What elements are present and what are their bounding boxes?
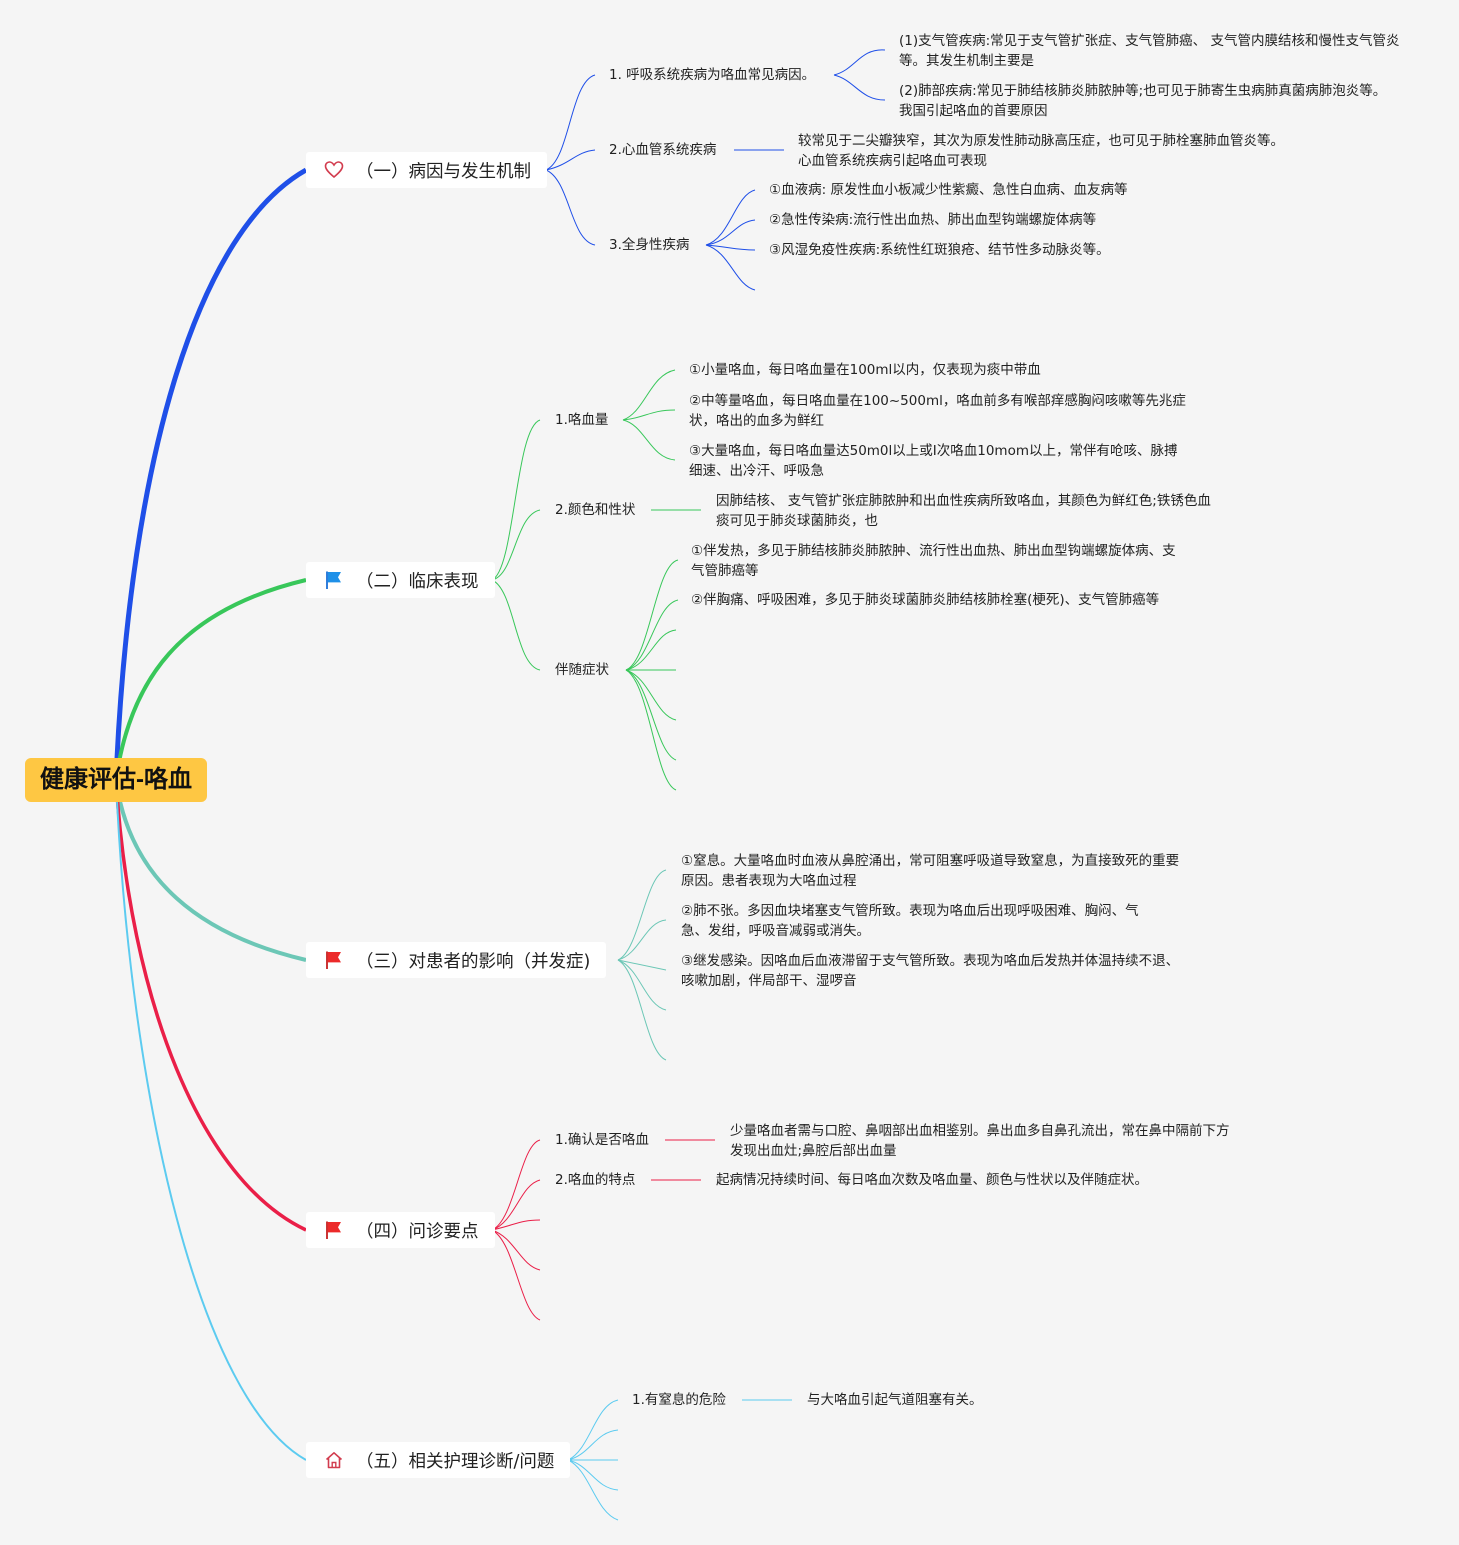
subtopic-respiratory[interactable]: 1. 呼吸系统疾病为咯血常见病因。 [609, 67, 816, 83]
branch-line-5 [115, 779, 307, 1461]
detail-infectious[interactable]: ②急性传染病:流行性出血热、肺出血型钩端螺旋体病等 [769, 212, 1097, 228]
branch4-links [491, 1139, 715, 1321]
detail-pulmonary[interactable]: (2)肺部疾病:常见于肺结核肺炎肺脓肿等;也可见于肺寄生虫病肺真菌病肺泡炎等。我… [899, 83, 1387, 119]
subtopic-confirm[interactable]: 1.确认是否咯血 [555, 1132, 649, 1148]
topic-label: （一）病因与发生机制 [356, 161, 531, 182]
detail-features[interactable]: 起病情况持续时间、每日咯血次数及咯血量、颜色与性状以及伴随症状。 [716, 1172, 1148, 1188]
detail-rheumatic[interactable]: ③风湿免疫性疾病:系统性红斑狼疮、结节性多动脉炎等。 [769, 242, 1110, 258]
topic-etiology[interactable]: （一）病因与发生机制 [306, 152, 547, 188]
subtopic-accompanying[interactable]: 伴随症状 [555, 662, 609, 678]
branch1-links [545, 49, 886, 291]
subtopic-features[interactable]: 2.咯血的特点 [555, 1172, 636, 1188]
topic-complications[interactable]: （三）对患者的影响（并发症) [306, 942, 607, 978]
branch5-links [567, 1399, 792, 1521]
branch-line-2 [114, 578, 307, 781]
detail-atelectasis[interactable]: ②肺不张。多因血块堵塞支气管所致。表现为咯血后出现呼吸困难、胸闷、气急、发绀，呼… [681, 903, 1139, 939]
detail-small-volume[interactable]: ①小量咯血，每日咯血量在100ml以内，仅表现为痰中带血 [689, 362, 1041, 378]
topic-label: （四）问诊要点 [356, 1221, 479, 1242]
detail-large-volume[interactable]: ③大量咯血，每日咯血量达50m0l以上或I次咯血10mom以上，常伴有呛咳、脉搏… [689, 443, 1178, 479]
detail-asphyxia[interactable]: ①窒息。大量咯血时血液从鼻腔涌出，常可阻塞呼吸道导致窒息，为直接致死的重要原因。… [681, 853, 1180, 889]
flag-icon [324, 1220, 344, 1240]
detail-cardiovascular[interactable]: 较常见于二尖瓣狭窄，其次为原发性肺动脉高压症，也可见于肺栓塞肺血管炎等。心血管系… [798, 133, 1284, 169]
detail-medium-volume[interactable]: ②中等量咯血，每日咯血量在100~500ml，咯血前多有喉部痒感胸闷咳嗽等先兆症… [689, 393, 1186, 429]
branch-line-3 [114, 779, 307, 962]
branch2-links [491, 369, 701, 791]
root-topic[interactable]: 健康评估-咯血 [25, 758, 207, 802]
branch-line-1 [113, 167, 308, 781]
detail-color[interactable]: 因肺结核、 支气管扩张症肺脓肿和出血性疾病所致咯血，其颜色为鲜红色;铁锈色血痰可… [716, 493, 1211, 529]
home-icon [324, 1450, 344, 1470]
topic-label: （五）相关护理诊断/问题 [356, 1451, 555, 1472]
subtopic-volume[interactable]: 1.咯血量 [555, 412, 609, 428]
detail-fever[interactable]: ①伴发热，多见于肺结核肺炎肺脓肿、流行性出血热、肺出血型钩端螺旋体病、支气管肺癌… [691, 543, 1176, 579]
flag-icon [324, 570, 344, 590]
topic-label: （二）临床表现 [356, 571, 479, 592]
topic-inquiry[interactable]: （四）问诊要点 [306, 1212, 495, 1248]
heart-icon [324, 160, 344, 180]
subtopic-color[interactable]: 2.颜色和性状 [555, 502, 636, 518]
detail-blood-disease[interactable]: ①血液病: 原发性血小板减少性紫癜、急性白血病、血友病等 [769, 182, 1128, 198]
detail-bronchial[interactable]: (1)支气管疾病:常见于支气管扩张症、支气管肺癌、 支气管内膜结核和慢性支气管炎… [899, 33, 1400, 69]
branch3-links [617, 869, 667, 1061]
subtopic-cardiovascular[interactable]: 2.心血管系统疾病 [609, 142, 717, 158]
branch-line-4 [114, 779, 307, 1232]
detail-infection[interactable]: ③继发感染。因咯血后血液滞留于支气管所致。表现为咯血后发热并体温持续不退、咳嗽加… [681, 953, 1180, 989]
subtopic-systemic[interactable]: 3.全身性疾病 [609, 237, 690, 253]
detail-confirm[interactable]: 少量咯血者需与口腔、鼻咽部出血相鉴别。鼻出血多自鼻孔流出，常在鼻中隔前下方发现出… [730, 1123, 1230, 1159]
topic-clinical[interactable]: （二）临床表现 [306, 562, 495, 598]
topic-nursing-diagnosis[interactable]: （五）相关护理诊断/问题 [306, 1442, 571, 1478]
detail-chest-pain[interactable]: ②伴胸痛、呼吸困难，多见于肺炎球菌肺炎肺结核肺栓塞(梗死)、支气管肺癌等 [691, 592, 1160, 608]
detail-asphyxia-risk[interactable]: 与大咯血引起气道阻塞有关。 [807, 1392, 983, 1408]
subtopic-asphyxia-risk[interactable]: 1.有窒息的危险 [632, 1392, 726, 1408]
flag-icon [324, 950, 344, 970]
topic-label: （三）对患者的影响（并发症) [356, 951, 591, 972]
